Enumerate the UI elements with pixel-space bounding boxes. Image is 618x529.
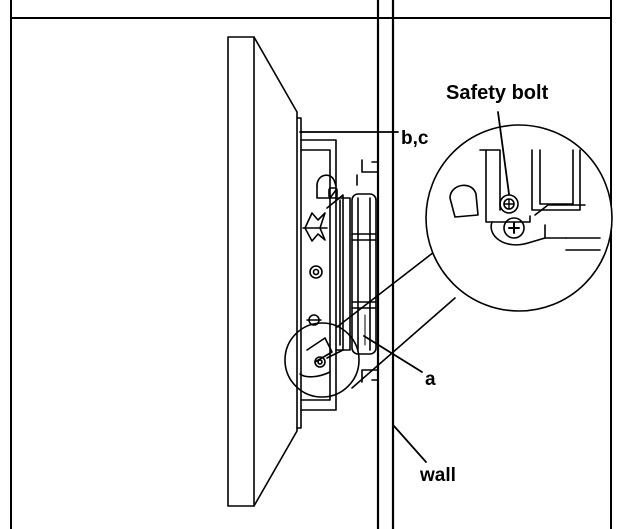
a-label: a bbox=[425, 369, 436, 390]
wall bbox=[376, 0, 395, 529]
plate-screws bbox=[306, 265, 323, 326]
diamond-screw bbox=[302, 212, 328, 242]
wall-plate bbox=[356, 159, 379, 383]
wall-label: wall bbox=[420, 465, 456, 486]
detail-circle-small bbox=[284, 322, 360, 398]
zoom-lines bbox=[336, 251, 456, 389]
outer-frame bbox=[10, 0, 612, 529]
upper-hook bbox=[316, 174, 338, 199]
wall-rail bbox=[351, 193, 377, 355]
display-panel bbox=[227, 36, 298, 507]
safety-bolt-label: Safety bolt bbox=[446, 82, 549, 104]
bracket-arms bbox=[326, 194, 351, 359]
bc-label: b,c bbox=[401, 128, 429, 149]
leader-lines bbox=[299, 111, 510, 463]
detail-circle-large bbox=[425, 124, 613, 312]
safety-bolt-screw bbox=[499, 194, 525, 239]
bracket-plate bbox=[296, 117, 337, 429]
